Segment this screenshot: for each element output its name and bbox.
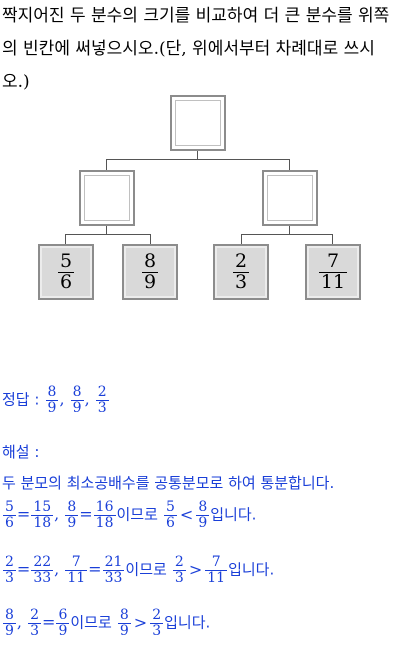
connector-line [332,234,333,244]
explain-line-1: 두 분모의 최소공배수를 공통분모로 하여 통분합니다. [2,474,335,492]
connector-line [106,159,107,170]
connector-line [65,234,150,235]
explain-label: 해설 : [2,443,40,461]
connector-line [289,226,290,234]
connector-line [241,234,333,235]
answer-label: 정답 : [2,390,40,409]
connector-line [150,234,151,244]
connector-line [106,226,107,234]
connector-line [289,159,290,170]
connector-line [241,234,242,244]
question-text: 짝지어진 두 분수의 크기를 비교하여 더 큰 분수를 위쪽의 빈칸에 써넣으시… [2,6,390,92]
connector-line [197,151,198,159]
connector-line [65,234,66,244]
connector-line [106,159,290,160]
mid-right-answer-box[interactable] [262,170,318,226]
top-answer-box[interactable] [170,95,226,151]
mid-left-answer-box[interactable] [79,170,135,226]
